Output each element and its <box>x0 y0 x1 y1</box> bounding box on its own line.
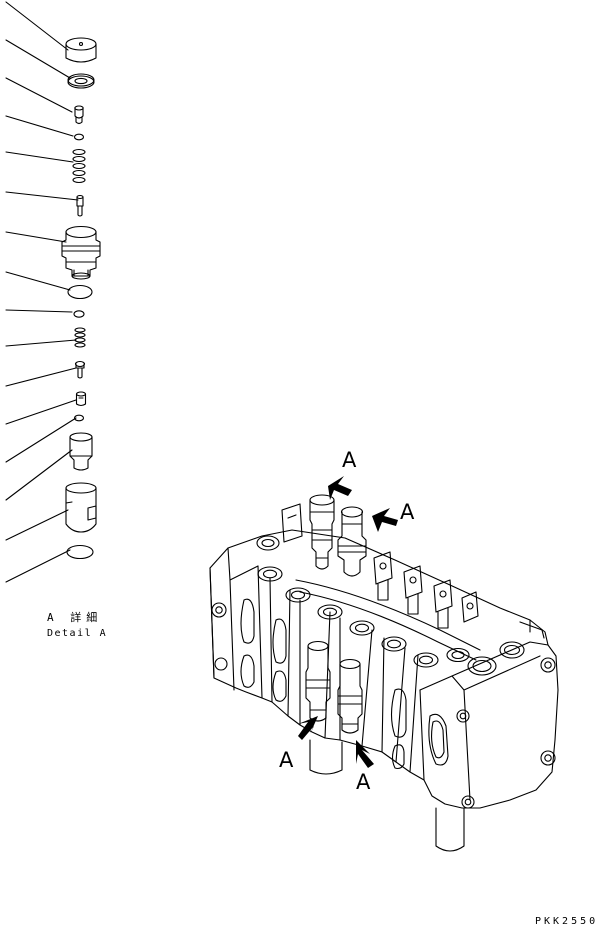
part-pin <box>74 360 86 379</box>
part-small-ring-3 <box>73 414 85 422</box>
callout-a-top: A <box>342 448 357 472</box>
part-spring-2 <box>74 327 86 348</box>
part-adapter <box>65 482 97 533</box>
part-adjust-screw <box>74 105 84 125</box>
part-spring-1 <box>72 148 86 184</box>
part-cap <box>65 37 97 63</box>
detail-label-jp: A 詳細 <box>47 611 103 624</box>
callout-a-right: A <box>400 500 415 524</box>
control-valve-assembly <box>209 494 559 852</box>
detail-label-en: Detail A <box>47 628 108 639</box>
callout-a-bottom-right: A <box>356 770 371 794</box>
part-valve-body <box>61 225 101 280</box>
leader-lines <box>5 1 79 583</box>
callout-labels: A A A A <box>279 448 415 794</box>
part-locknut <box>67 73 95 89</box>
part-oring-2 <box>66 544 94 560</box>
callout-a-bottom-left: A <box>279 748 294 772</box>
part-small-ring-1 <box>73 133 85 141</box>
part-small-ring-2 <box>73 310 85 318</box>
part-plug <box>69 432 93 471</box>
drawing-code: PKK2550 <box>535 916 599 927</box>
part-sleeve <box>75 391 87 407</box>
part-oring-1 <box>67 284 93 300</box>
part-poppet <box>76 194 84 217</box>
arrow-icon <box>298 476 398 768</box>
